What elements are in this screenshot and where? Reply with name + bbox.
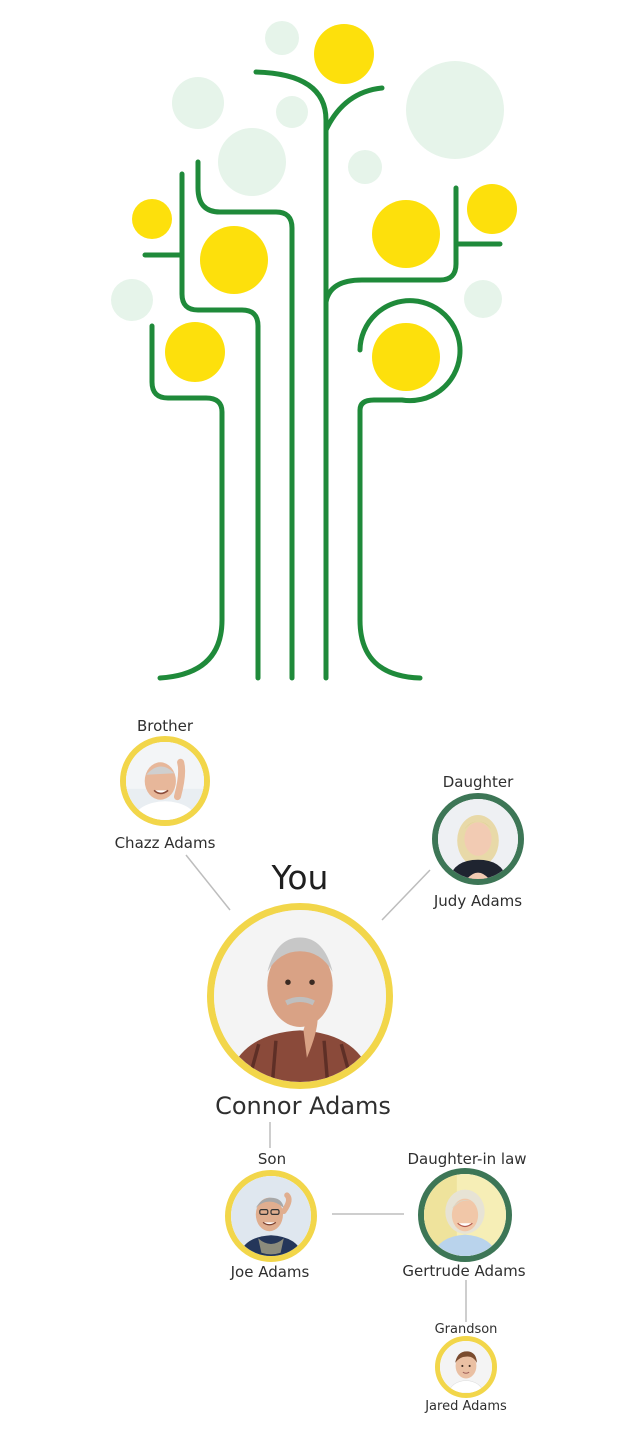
trunk-center xyxy=(253,69,329,681)
avatar-you[interactable] xyxy=(207,903,393,1089)
trunk-left xyxy=(179,171,261,681)
bubble xyxy=(276,96,308,128)
avatar[interactable] xyxy=(418,1168,512,1262)
member-name-you: Connor Adams xyxy=(215,1092,391,1120)
connector-daughter xyxy=(381,869,431,921)
member-name: Judy Adams xyxy=(433,892,523,910)
background-bubbles xyxy=(111,21,504,321)
trunk-inner-left xyxy=(195,159,295,681)
relation-label: Brother xyxy=(136,717,194,735)
trunk-right xyxy=(357,298,463,681)
bubble xyxy=(265,21,299,55)
fruit xyxy=(165,322,225,382)
relation-label: Son xyxy=(257,1150,287,1168)
relation-label: Daughter-in law xyxy=(407,1150,527,1168)
bubble xyxy=(218,128,286,196)
avatar-photo-brother xyxy=(126,742,204,820)
tree-fruits xyxy=(132,24,517,391)
avatar-photo-daughter xyxy=(438,799,518,879)
fruit xyxy=(372,323,440,391)
member-name: Chazz Adams xyxy=(114,834,216,852)
member-name: Joe Adams xyxy=(230,1263,310,1281)
avatar-photo-daughter-in-law xyxy=(424,1174,506,1256)
avatar[interactable] xyxy=(432,793,524,885)
avatar-photo-son xyxy=(231,1176,311,1256)
tree-branches xyxy=(142,69,503,681)
member-name: Jared Adams xyxy=(425,1399,507,1414)
bubble xyxy=(172,77,224,129)
fruit xyxy=(467,184,517,234)
avatar-photo-you xyxy=(214,910,386,1082)
avatar[interactable] xyxy=(225,1170,317,1262)
avatar[interactable] xyxy=(120,736,210,826)
avatar[interactable] xyxy=(435,1336,497,1398)
bubble xyxy=(111,279,153,321)
bubble xyxy=(464,280,502,318)
family-tree-illustration xyxy=(111,21,517,681)
fruit xyxy=(372,200,440,268)
branch-right xyxy=(323,185,459,305)
trunk-far-left xyxy=(149,323,225,681)
relation-label: Daughter xyxy=(442,773,514,791)
bubble xyxy=(406,61,504,159)
connector-brother xyxy=(185,854,231,911)
bubble xyxy=(348,150,382,184)
member-name: Gertrude Adams xyxy=(402,1262,526,1280)
fruit xyxy=(132,199,172,239)
avatar-photo-grandson xyxy=(440,1341,492,1393)
you-heading: You xyxy=(271,858,329,897)
relation-label: Grandson xyxy=(434,1322,498,1337)
fruit xyxy=(200,226,268,294)
branch-top-right xyxy=(323,85,385,133)
fruit xyxy=(314,24,374,84)
